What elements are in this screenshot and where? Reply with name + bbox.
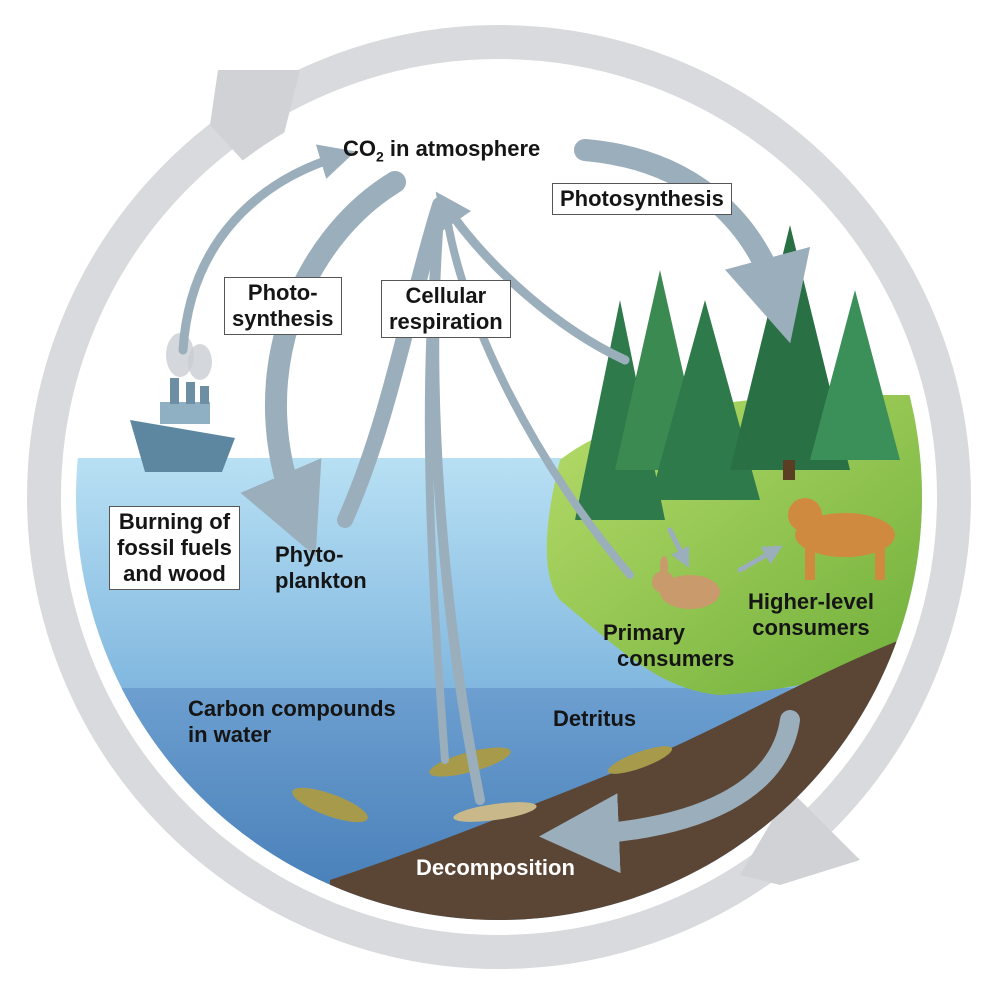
ship-icon — [130, 333, 235, 472]
higher-level-consumers-label: Higher-level consumers — [748, 589, 874, 640]
lynx-icon — [788, 498, 895, 580]
arrow-burning-to-co2 — [178, 144, 356, 355]
forest — [575, 225, 900, 520]
arrow-trees-to-co2 — [435, 191, 630, 365]
burning-fossil-fuels-label: Burning of fossil fuels and wood — [109, 506, 240, 590]
arrow-consumers-to-co2 — [441, 201, 634, 579]
phytoplankton-label: Phyto- plankton — [275, 542, 367, 593]
arrow-phytoplankton-respiration — [337, 197, 448, 528]
ring-arrowhead-bottom — [740, 790, 860, 885]
detritus-label: Detritus — [553, 706, 637, 731]
arrow-land-to-rabbit — [667, 527, 690, 569]
co2-atmosphere-label: CO2 in atmosphere — [343, 136, 541, 165]
rabbit-icon — [652, 556, 720, 609]
arrow-soil-decomposition — [539, 710, 800, 874]
outer-cycle-ring — [27, 25, 971, 969]
decomposition-label: Decomposition — [416, 855, 575, 880]
cellular-respiration-label: Cellular respiration — [381, 280, 511, 338]
photosynthesis-water-label: Photo- synthesis — [224, 277, 342, 335]
carbon-compounds-label: Carbon compounds in water — [188, 696, 396, 747]
primary-consumers-label: Primary consumers — [603, 620, 735, 671]
arrow-rabbit-to-lynx — [737, 545, 783, 573]
arrow-deep-to-co2 — [424, 201, 449, 764]
photosynthesis-land-label: Photosynthesis — [552, 183, 732, 215]
